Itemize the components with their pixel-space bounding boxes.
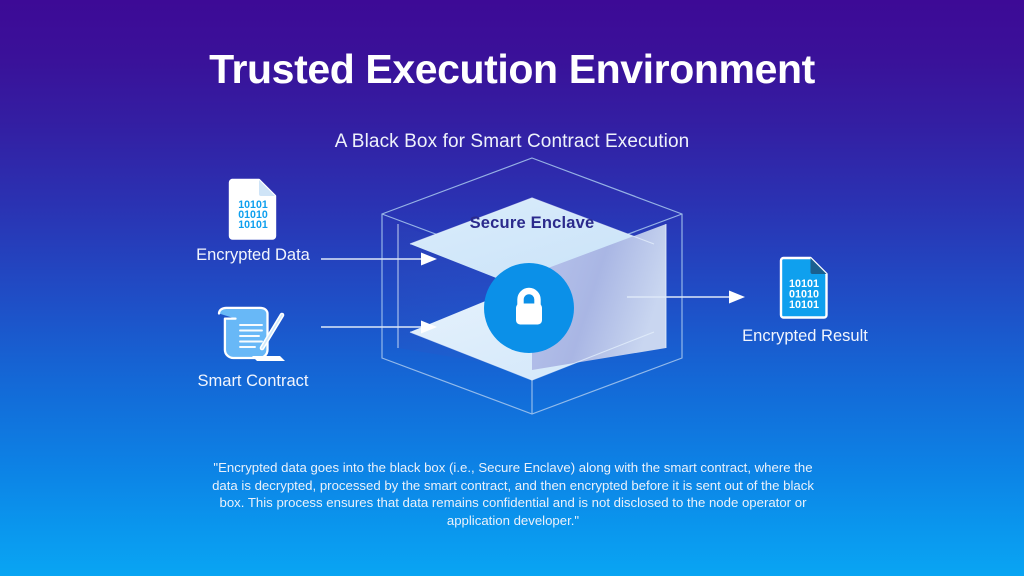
binary-line-1: 10101 <box>238 199 268 211</box>
output-label-encrypted-result: Encrypted Result <box>742 327 868 345</box>
input-label-encrypted-data: Encrypted Data <box>196 246 310 264</box>
contract-scroll-pen-icon <box>212 305 292 363</box>
arrow-encrypted-result-head <box>729 290 745 304</box>
encrypted-document-icon-output: 10101 01010 10101 <box>779 254 831 320</box>
page-subtitle: A Black Box for Smart Contract Execution <box>334 131 690 152</box>
secure-enclave-label: Secure Enclave <box>469 214 595 232</box>
binary-line-3: 10101 <box>238 219 268 231</box>
lock-icon <box>484 263 574 353</box>
encrypted-document-icon-input: 10101 01010 10101 <box>228 176 279 240</box>
binary-line-3: 10101 <box>789 299 819 311</box>
binary-line-2: 01010 <box>238 209 268 221</box>
caption-text: "Encrypted data goes into the black box … <box>212 460 814 528</box>
binary-line-1: 10101 <box>789 278 819 290</box>
page-title: Trusted Execution Environment <box>209 46 815 92</box>
binary-line-2: 01010 <box>789 289 819 301</box>
input-label-smart-contract: Smart Contract <box>197 372 309 390</box>
